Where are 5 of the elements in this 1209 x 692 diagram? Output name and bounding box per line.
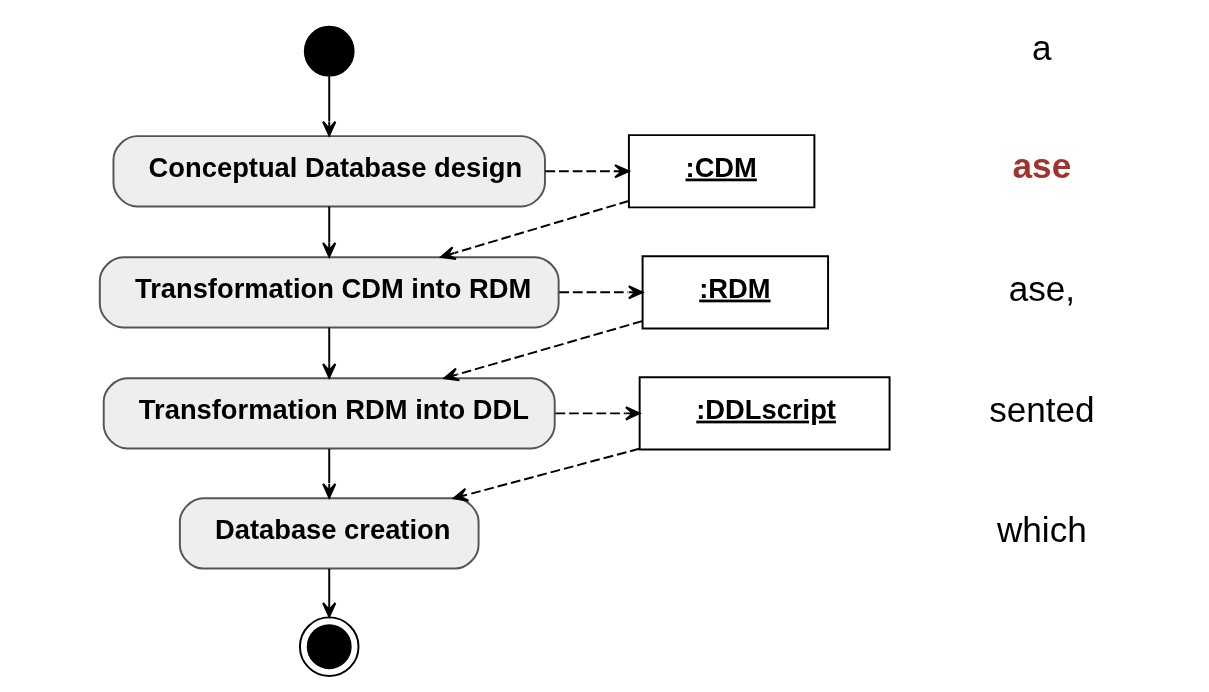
label: sented: [988, 389, 1095, 429]
label: ase,: [1008, 268, 1075, 308]
label: ase: [1012, 145, 1071, 185]
label: a: [1031, 27, 1052, 67]
label: which: [996, 510, 1087, 550]
